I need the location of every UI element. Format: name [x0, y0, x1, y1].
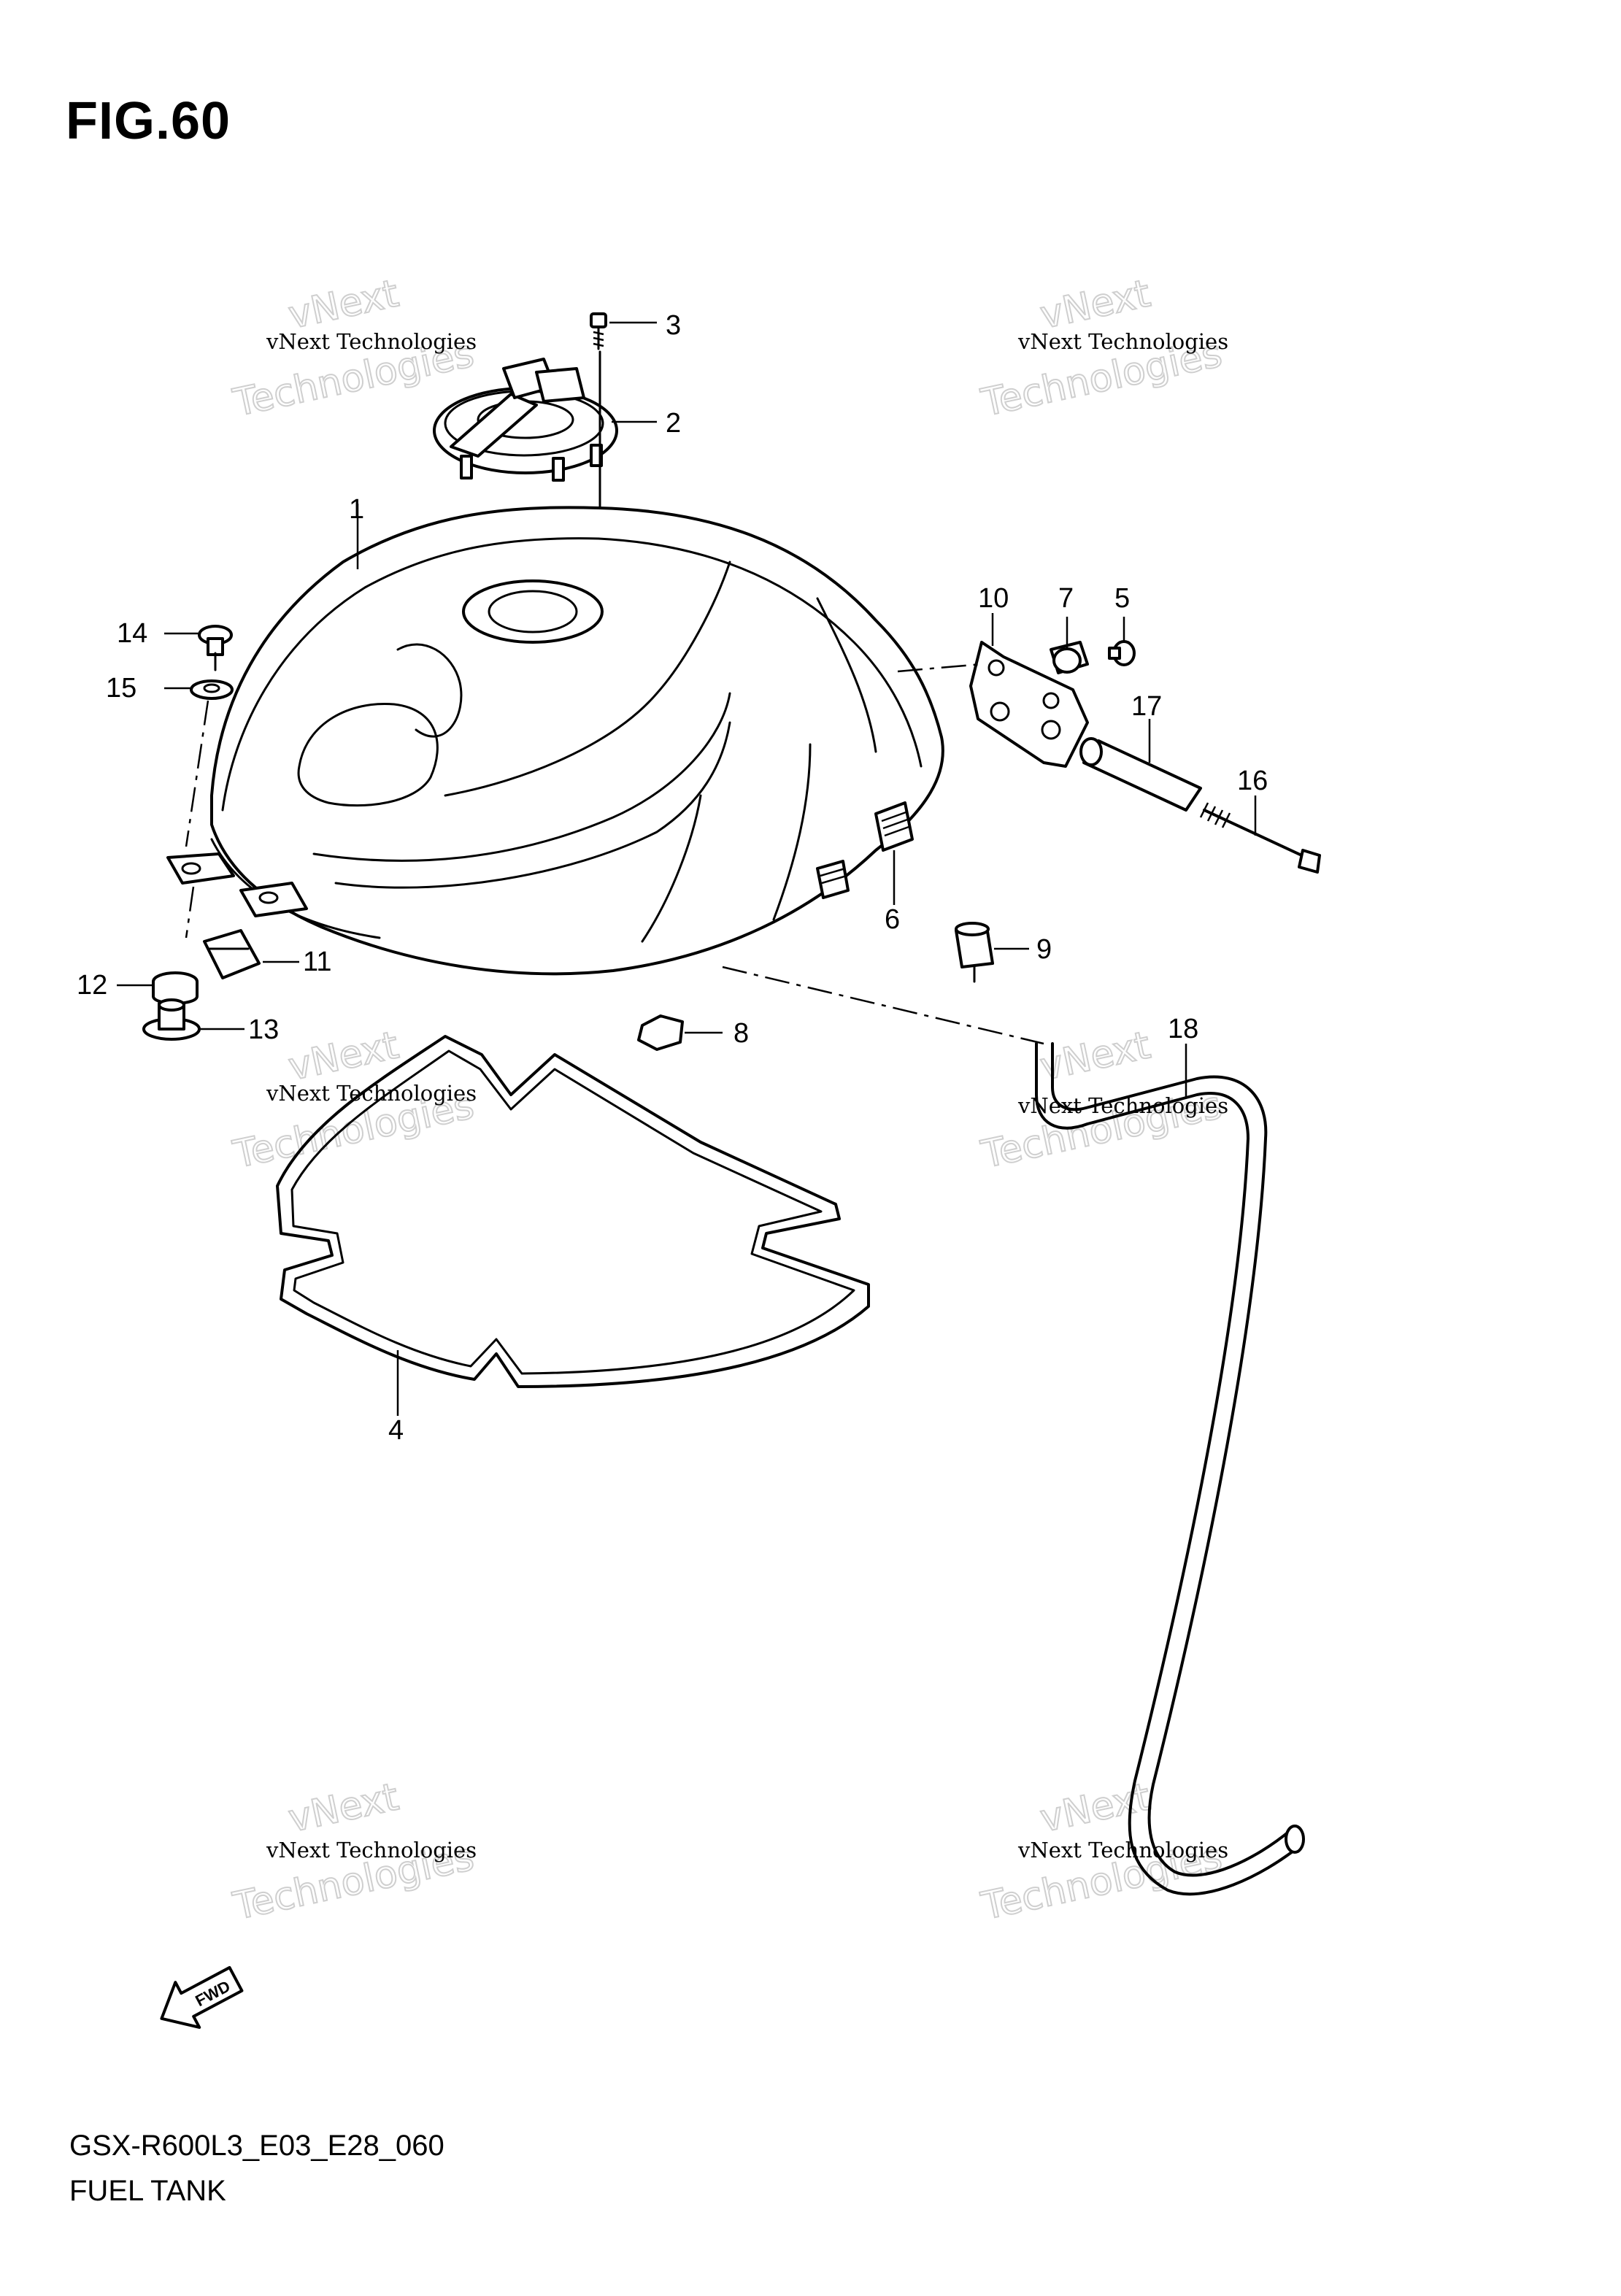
callout-16: 16 [1237, 766, 1268, 796]
svg-text:vNext Technologies: vNext Technologies [266, 1081, 477, 1106]
part-14-bolt [164, 625, 233, 671]
callout-labels: 1 2 3 4 5 6 7 8 9 10 11 12 13 14 15 16 1… [77, 310, 1268, 1446]
part-16-bolt [1199, 795, 1321, 874]
callout-3: 3 [666, 310, 681, 341]
svg-text:vNext: vNext [1036, 1775, 1154, 1841]
model-code: GSX-R600L3_E03_E28_060 [69, 2130, 444, 2162]
part-11-pad [185, 886, 299, 979]
callout-18: 18 [1168, 1014, 1198, 1044]
svg-text:vNext: vNext [285, 1023, 402, 1089]
callout-4: 4 [388, 1415, 404, 1446]
svg-text:vNext Technologies: vNext Technologies [266, 329, 477, 354]
callout-9: 9 [1036, 934, 1052, 965]
svg-text:vNext Technologies: vNext Technologies [1017, 329, 1228, 354]
callout-12: 12 [77, 970, 107, 1001]
watermark-top-right: Technologies vNext vNext Technologies [977, 271, 1228, 425]
part-17-sleeve [1079, 719, 1202, 812]
svg-text:vNext Technologies: vNext Technologies [266, 1838, 477, 1862]
part-13-collar [142, 998, 245, 1041]
callout-15: 15 [106, 673, 136, 704]
callout-8: 8 [734, 1018, 749, 1049]
callout-14: 14 [117, 618, 147, 649]
part-9-cushion [955, 922, 1029, 983]
watermark-bottom-right: Technologies vNext vNext Technologies [977, 1774, 1228, 1929]
part-3-screw [590, 312, 657, 350]
part-4-seal [276, 1035, 870, 1416]
callout-1: 1 [349, 494, 364, 525]
svg-text:vNext: vNext [285, 1775, 402, 1841]
svg-text:vNext: vNext [285, 271, 402, 337]
watermark-top-left: Technologies vNext vNext Technologies [228, 271, 478, 425]
part-6-damper [816, 801, 914, 905]
assembly-name: FUEL TANK [69, 2175, 226, 2207]
part-2-fuel-cap [433, 350, 657, 622]
part-1-fuel-tank [210, 504, 944, 976]
figure-title: FIG.60 [66, 92, 231, 150]
callout-11: 11 [303, 947, 331, 977]
part-7-spacer [1050, 617, 1089, 674]
part-18-breather-hose [722, 966, 1305, 1896]
part-10-bracket [897, 613, 1089, 768]
part-15-washer [164, 679, 234, 847]
callout-6: 6 [885, 904, 900, 935]
callout-17: 17 [1131, 691, 1162, 722]
callout-7: 7 [1058, 583, 1074, 614]
svg-text:vNext: vNext [1036, 1023, 1154, 1089]
watermark-bottom-left: Technologies vNext vNext Technologies [228, 1774, 478, 1929]
callout-5: 5 [1114, 583, 1130, 614]
callout-10: 10 [978, 583, 1009, 614]
tank-rear-mount [166, 852, 308, 917]
part-12-cushion [117, 971, 199, 1005]
callout-13: 13 [248, 1014, 279, 1045]
fwd-arrow-icon: FWD [160, 1965, 244, 2029]
callout-2: 2 [666, 408, 681, 439]
part-8-clip [637, 1014, 723, 1051]
part-5-bolt [1108, 617, 1136, 666]
svg-text:vNext Technologies: vNext Technologies [1017, 1838, 1228, 1862]
svg-text:vNext: vNext [1036, 271, 1154, 337]
watermark-mid-right: Technologies vNext vNext Technologies [977, 1022, 1228, 1177]
